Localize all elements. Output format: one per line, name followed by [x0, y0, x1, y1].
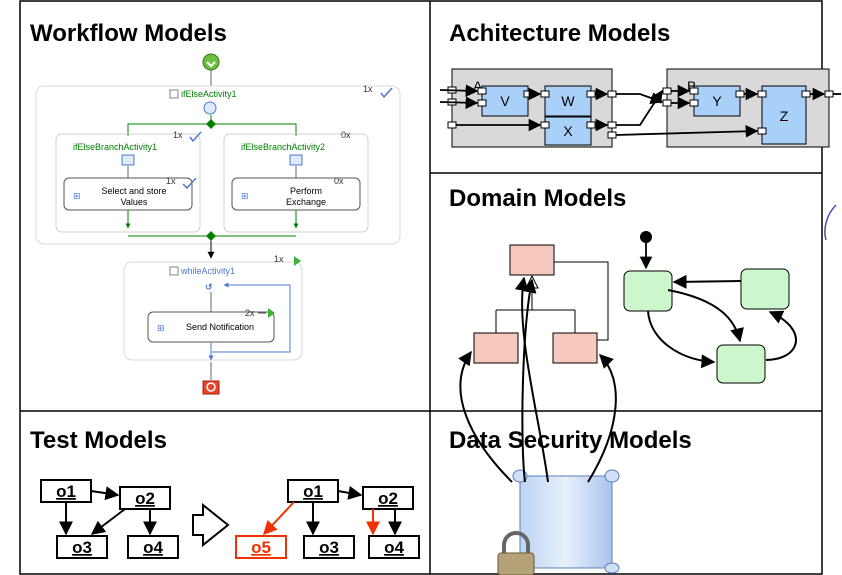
branch2-count: 0x	[341, 130, 351, 140]
domain-models-title: Domain Models	[449, 185, 626, 212]
partial-curve	[824, 204, 837, 241]
relationship-arrows	[458, 276, 617, 483]
branch1-container	[55, 133, 201, 233]
join-diamond	[206, 231, 216, 241]
domain-diagram	[473, 204, 837, 384]
test-node-o4	[127, 535, 179, 559]
test-node-o3	[56, 535, 108, 559]
workflow-diagram: ifElseActivity1 1x 1x ifElseBranchActivi…	[35, 53, 401, 395]
test-node-o5	[235, 535, 287, 559]
architecture-models-title: Achitecture Models	[449, 20, 670, 47]
component-y-label: Y	[712, 93, 722, 109]
test-node-o3-b	[303, 535, 355, 559]
while-count: 1x	[274, 254, 284, 264]
stop-icon	[202, 380, 220, 395]
panel-grid	[19, 0, 823, 575]
branch2-container	[223, 133, 369, 233]
ifelse-count: 1x	[363, 84, 373, 94]
test-label-o3-b: o3	[319, 538, 339, 557]
branch2-icon	[289, 154, 303, 166]
activity2-line2: Exchange	[286, 197, 326, 207]
initial-state	[640, 231, 652, 243]
activity-icon: ⊞	[73, 191, 81, 201]
test-node-o2	[119, 486, 171, 510]
component-v-label: V	[500, 93, 510, 109]
padlock-icon	[497, 531, 535, 575]
component-x-label: X	[563, 123, 573, 139]
branch1-count: 1x	[173, 130, 183, 140]
architecture-diagram: A B V W X Y Z	[439, 68, 841, 148]
while-label: whileActivity1	[180, 266, 235, 276]
state-b	[740, 268, 790, 310]
test-label-o1: o1	[56, 482, 76, 501]
group-b-label: B	[687, 78, 696, 94]
activity-icon: ⊞	[241, 191, 249, 201]
send-label: Send Notification	[186, 322, 254, 332]
play-icon	[294, 256, 301, 266]
component-w-label: W	[561, 93, 575, 109]
test-label-o2-b: o2	[378, 489, 398, 508]
state-c	[716, 344, 766, 384]
activity2-line1: Perform	[290, 186, 322, 196]
send-count: 2x	[245, 308, 255, 318]
start-icon	[202, 53, 220, 71]
branch2-label: ifElseBranchActivity2	[241, 142, 325, 152]
activity1-line1: Select and store	[101, 186, 166, 196]
state-a	[623, 270, 673, 312]
branch1-icon	[121, 154, 135, 166]
loop-icon: ↺	[205, 282, 213, 292]
ifelse-label: ifElseActivity1	[181, 89, 237, 99]
test-node-o2-b	[362, 486, 414, 510]
workflow-models-title: Workflow Models	[30, 20, 227, 47]
component-z	[761, 85, 807, 145]
test-label-o4-b: o4	[384, 538, 404, 557]
branch1-label: ifElseBranchActivity1	[73, 142, 157, 152]
transform-arrow-icon	[192, 502, 230, 548]
security-models-title: Data Security Models	[449, 427, 692, 454]
uml-class-parent	[509, 244, 555, 276]
while-container	[123, 261, 303, 361]
document-scroll-icon	[512, 469, 620, 574]
test-diagram: o1 o2 o3 o4 o1 o2 o3 o4 o5	[40, 479, 420, 559]
test-node-o4-b	[368, 535, 420, 559]
test-label-o4: o4	[143, 538, 163, 557]
activity1-count: 1x	[166, 176, 176, 186]
uml-class-left	[473, 332, 519, 364]
activity-icon: ⊞	[157, 323, 165, 333]
security-diagram	[497, 469, 620, 575]
check-icon	[380, 87, 393, 99]
branch-icon	[203, 101, 217, 115]
uml-class-right	[552, 332, 598, 364]
component-w	[544, 85, 592, 117]
component-z-label: Z	[780, 108, 789, 124]
activity2-count: 0x	[334, 176, 344, 186]
activity1-line2: Values	[121, 197, 148, 207]
ifelse-container	[35, 85, 401, 245]
test-label-o2: o2	[135, 489, 155, 508]
test-models-title: Test Models	[30, 427, 167, 454]
component-y	[693, 85, 741, 117]
test-label-o5: o5	[251, 538, 271, 557]
test-label-o1-b: o1	[303, 482, 323, 501]
component-x	[544, 116, 592, 146]
test-label-o3: o3	[72, 538, 92, 557]
